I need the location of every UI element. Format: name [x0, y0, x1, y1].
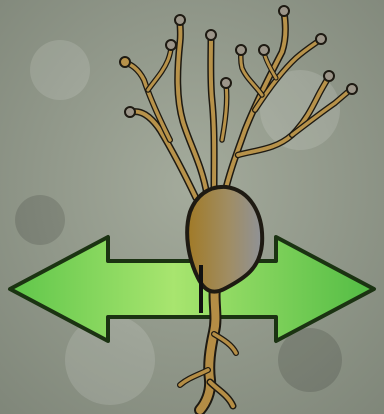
neuron-diagram [0, 0, 384, 414]
neuron-illustration [0, 0, 384, 414]
